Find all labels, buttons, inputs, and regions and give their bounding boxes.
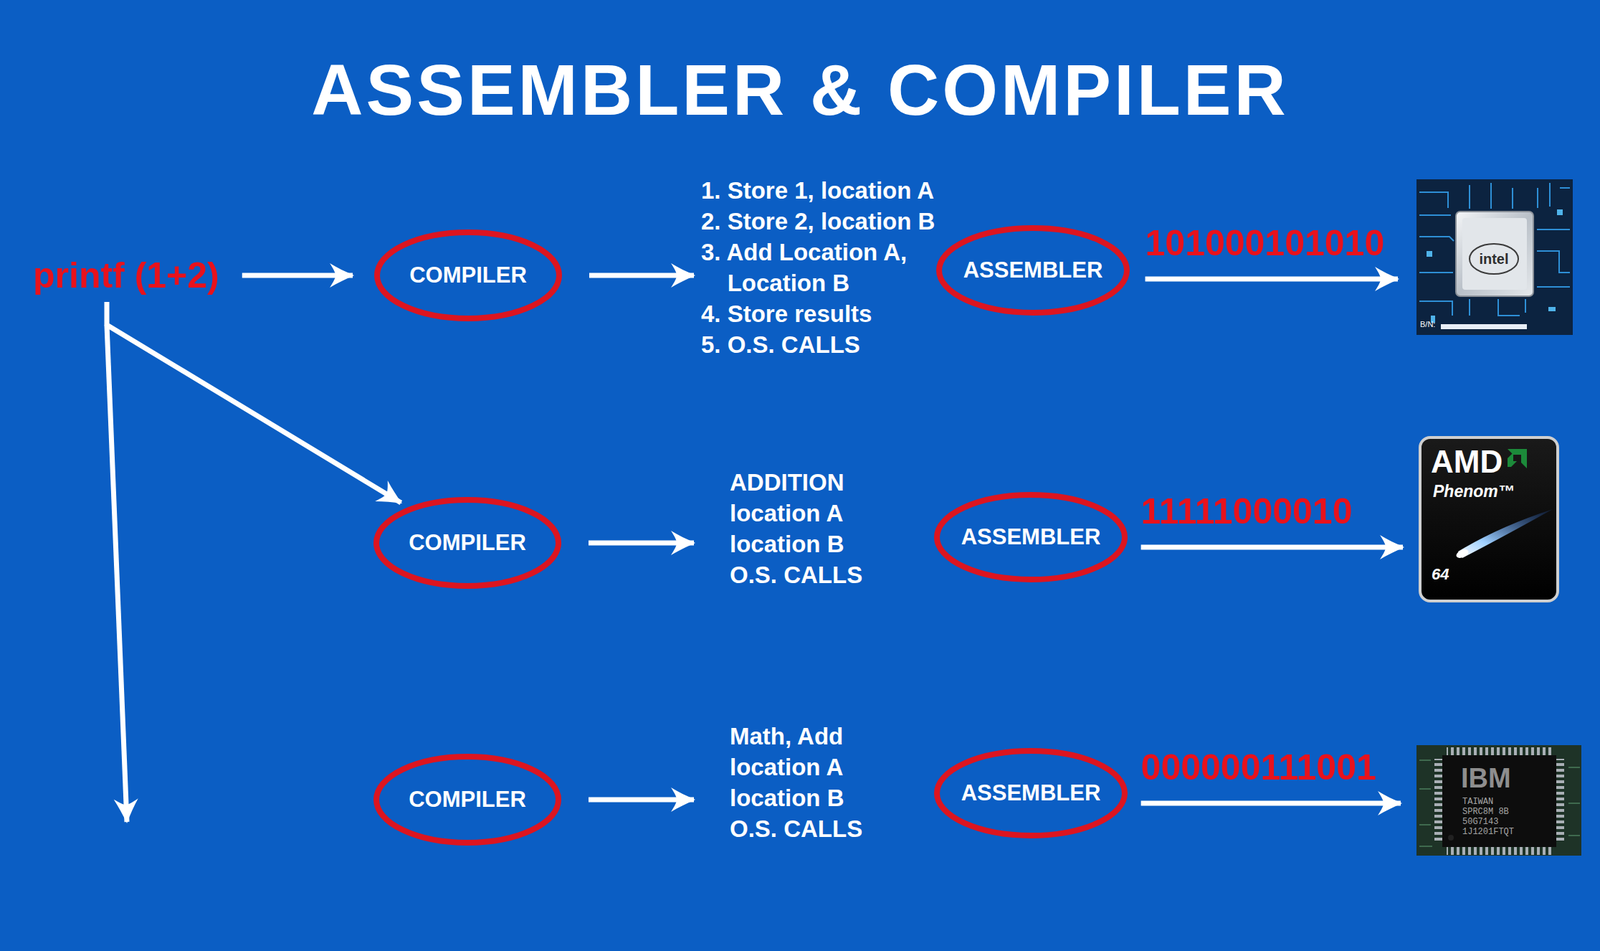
- flow-arrow: [242, 273, 353, 279]
- comet-streak: [1458, 508, 1553, 558]
- chip-marking: Phenom™: [1432, 481, 1515, 502]
- binary-code: 11111000010: [1141, 491, 1353, 532]
- amd-chip-art: [1420, 437, 1558, 601]
- ellipse-ring: [939, 227, 1127, 313]
- circuit-board: [1416, 179, 1573, 335]
- branch-arrow: [106, 324, 127, 822]
- circuit-pads: [1426, 209, 1563, 323]
- tool-name: COMPILER: [409, 261, 527, 289]
- chip-marking: SPRC8M 8B: [1462, 806, 1509, 817]
- tool-name: ASSEMBLER: [963, 256, 1104, 284]
- comet-head: [1455, 547, 1471, 560]
- code-text: printf (1+2): [32, 255, 220, 296]
- chip-marking: AMD: [1430, 443, 1503, 482]
- source-code: printf (1+2): [28, 251, 224, 299]
- instruction-list: 1. Store 1, location A2. Store 2, locati…: [701, 174, 950, 360]
- tool-ellipse: ASSEMBLER: [934, 747, 1128, 838]
- chip-marking: intel: [1455, 250, 1533, 268]
- instruction-line: 4. Store results: [701, 298, 950, 330]
- circuit-board: [1416, 744, 1582, 856]
- instruction-line: 5. O.S. CALLS: [701, 329, 950, 360]
- flow-arrow: [1145, 276, 1398, 282]
- tool-ellipse: COMPILER: [373, 496, 562, 589]
- tool-name: ASSEMBLER: [961, 779, 1102, 807]
- instruction-line: location B: [729, 782, 863, 813]
- processor-chip: IBMTAIWANSPRC8M 8B50G71431J1201FTQT: [1416, 744, 1582, 856]
- cpu-lid: [1455, 211, 1534, 297]
- tool-ellipse: ASSEMBLER: [934, 491, 1128, 583]
- instruction-line: location A: [729, 497, 863, 529]
- label-strip: [1440, 324, 1527, 330]
- instruction-line: location A: [729, 751, 863, 783]
- instruction-list: ADDITIONlocation Alocation BO.S. CALLS: [729, 466, 863, 590]
- flow-arrow: [1141, 544, 1403, 550]
- ellipse-ring: [376, 756, 559, 843]
- tool-name: COMPILER: [408, 529, 527, 557]
- ellipse-ring: [936, 494, 1125, 580]
- intel-chip-art: [1416, 179, 1573, 335]
- instruction-line: 2. Store 2, location B: [701, 205, 950, 237]
- instruction-line: 1. Store 1, location A: [701, 174, 950, 206]
- slide-title: ASSEMBLER & COMPILER: [0, 46, 1600, 133]
- ibm-chip-art: [1416, 744, 1582, 856]
- chip-pins: [1556, 758, 1565, 844]
- binary-code: 101000101010: [1145, 222, 1385, 264]
- amd-logo: [1507, 452, 1517, 467]
- binary-code: 000000111001: [1141, 746, 1377, 788]
- chip-pins: [1446, 846, 1555, 855]
- amd-logo: [1507, 448, 1527, 469]
- instruction-line: ADDITION: [729, 466, 863, 498]
- flow-arrow: [106, 301, 401, 503]
- chip-marking: 1J1201FTQT: [1462, 826, 1514, 837]
- instruction-line: location B: [729, 528, 863, 560]
- ellipse-ring: [936, 750, 1125, 836]
- circuit-traces: [1419, 182, 1570, 316]
- flow-arrow: [589, 273, 694, 279]
- instruction-line: O.S. CALLS: [729, 812, 863, 844]
- chip-pins: [1446, 746, 1555, 755]
- ellipse-ring: [377, 232, 560, 319]
- tool-name: ASSEMBLER: [961, 523, 1102, 551]
- pin-one-dot: [1448, 834, 1454, 841]
- processor-chip: AMDPhenom™ 64: [1418, 435, 1560, 603]
- chip-package: [1442, 754, 1557, 847]
- chip-marking: 50G7143: [1462, 816, 1499, 827]
- chip-marking: B/N:: [1420, 319, 1436, 330]
- chip-badge: [1420, 437, 1558, 601]
- processor-chip: intelB/N:: [1416, 179, 1573, 335]
- tool-ellipse: ASSEMBLER: [936, 225, 1130, 316]
- instruction-line: Math, Add: [729, 720, 863, 752]
- instruction-line: 3. Add Location A, Location B: [701, 236, 950, 299]
- instruction-line: O.S. CALLS: [729, 559, 863, 590]
- instruction-list: Math, Addlocation Alocation BO.S. CALLS: [729, 720, 863, 844]
- tool-ellipse: COMPILER: [373, 753, 562, 846]
- flow-arrow: [1141, 800, 1401, 806]
- flow-arrow: [588, 797, 694, 803]
- flow-arrow: [588, 540, 694, 546]
- chip-marking: IBM: [1460, 762, 1512, 795]
- ellipse-ring: [376, 499, 559, 586]
- chip-marking: TAIWAN: [1462, 796, 1494, 807]
- tool-name: COMPILER: [408, 785, 527, 813]
- chip-marking: 64: [1431, 564, 1449, 584]
- tool-ellipse: COMPILER: [374, 229, 563, 322]
- chip-pins: [1434, 758, 1443, 844]
